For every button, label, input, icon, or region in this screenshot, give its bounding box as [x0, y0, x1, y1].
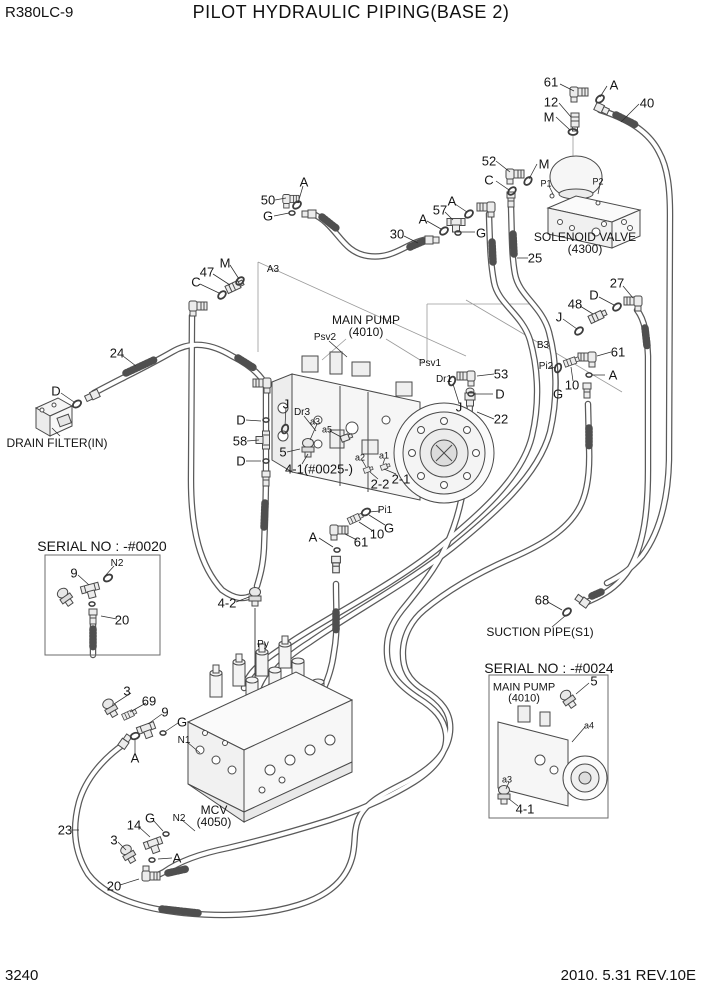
revision-date: 2010. 5.31 REV.10E — [560, 967, 696, 984]
solenoid-valve-drawing — [546, 155, 642, 249]
model-code: R380LC-9 — [5, 4, 74, 21]
page-number: 3240 — [5, 967, 39, 984]
drain-filter-drawing — [34, 397, 74, 437]
serial-box-0024-pump — [497, 687, 608, 807]
hose-24 — [90, 341, 268, 397]
serial-box-0020 — [44, 554, 161, 656]
mcv-drawing — [186, 635, 354, 823]
construction-lines — [257, 136, 623, 393]
serial-box-0024 — [488, 674, 609, 819]
hose-spiral-guards — [89, 111, 651, 917]
main-pump-drawing — [271, 351, 495, 504]
hose-40 — [596, 106, 674, 587]
leader-lines — [51, 83, 640, 886]
page-title: PILOT HYDRAULIC PIPING(BASE 2) — [192, 2, 510, 22]
